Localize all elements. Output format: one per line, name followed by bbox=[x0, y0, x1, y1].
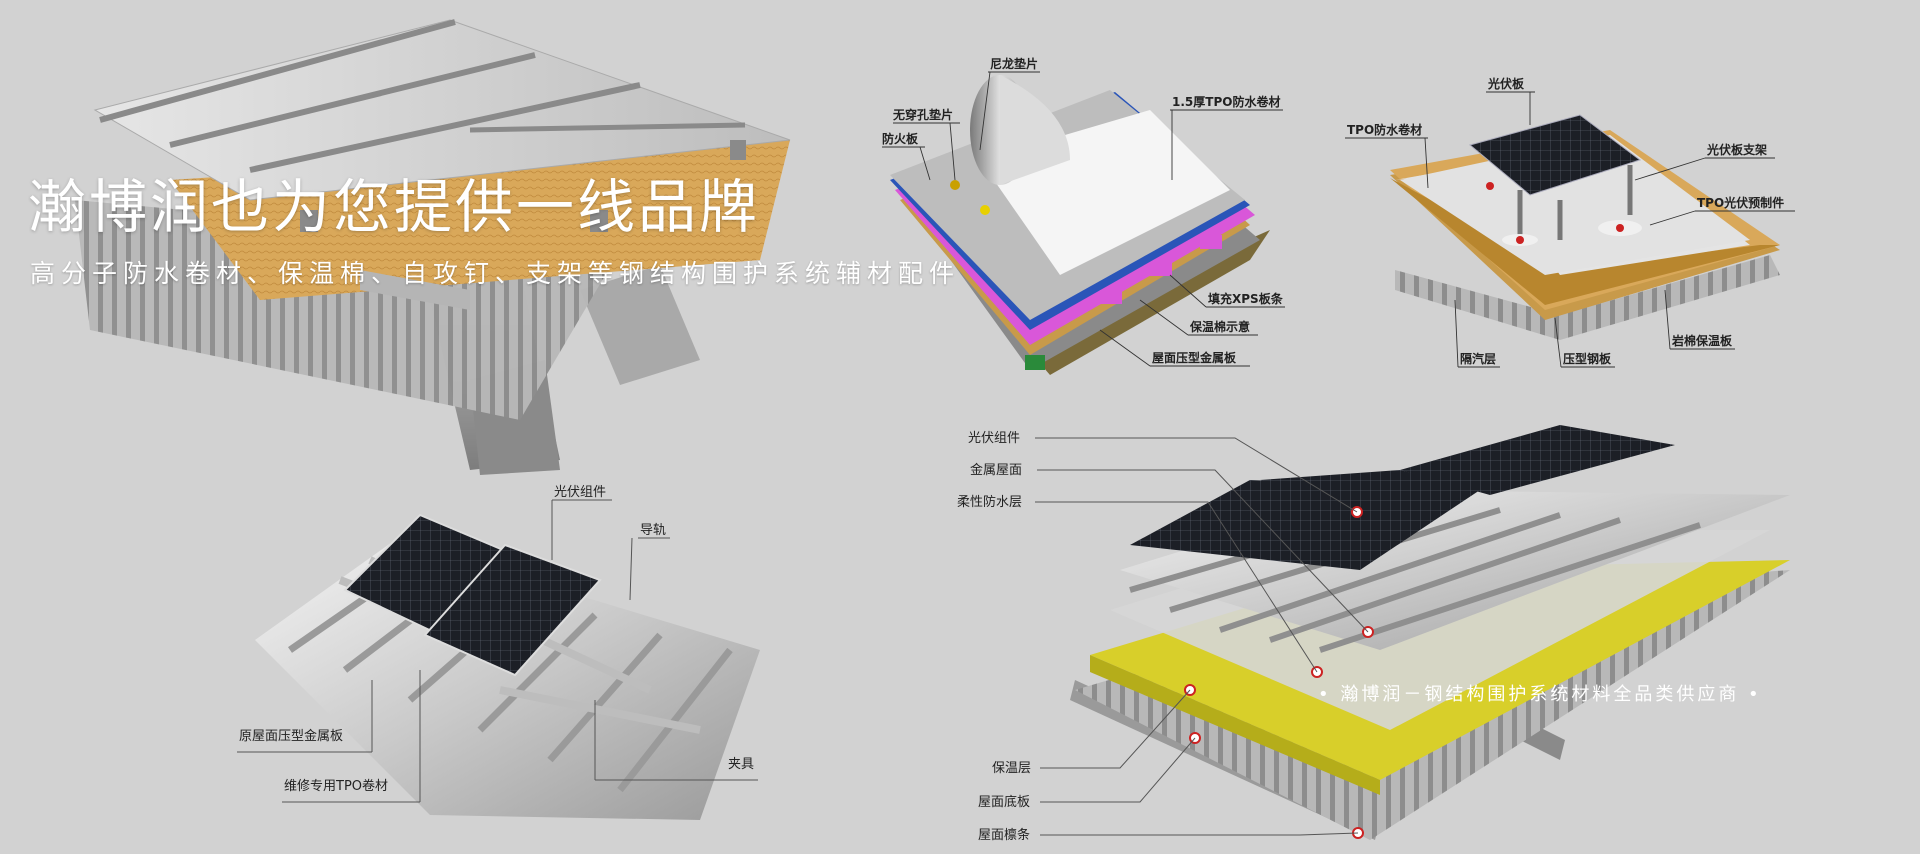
label-insulation-wool: 保温棉示意 bbox=[1189, 319, 1250, 334]
hero-title: 瀚博润也为您提供一线品牌 bbox=[28, 173, 761, 241]
label-steel-deck: 压型钢板 bbox=[1563, 351, 1612, 366]
label-profiled-metal-sheet: 屋面压型金属板 bbox=[1152, 350, 1237, 365]
label-flexible-membrane: 柔性防水层 bbox=[957, 494, 1022, 510]
label-original-metal-sheet: 原屋面压型金属板 bbox=[239, 728, 343, 744]
label-tpo-pv-prefab: TPO光伏预制件 bbox=[1697, 195, 1784, 210]
label-clamp: 夹具 bbox=[728, 757, 754, 772]
label-non-penetrating-washer: 无穿孔垫片 bbox=[892, 107, 953, 122]
label-tpo-membrane-c: TPO防水卷材 bbox=[1347, 122, 1422, 137]
diagram-c-labels: 光伏板 TPO防水卷材 光伏板支架 TPO光伏预制件 隔汽层 压型钢板 岩棉保温… bbox=[1345, 76, 1795, 368]
label-pv-bracket: 光伏板支架 bbox=[1706, 142, 1767, 157]
diagram-pv-on-tpo bbox=[1390, 114, 1780, 340]
label-xps-strip: 填充XPS板条 bbox=[1208, 291, 1284, 306]
diagram-d-labels: 光伏组件 导轨 原屋面压型金属板 维修专用TPO卷材 夹具 bbox=[237, 485, 758, 803]
diagram-tpo-layers bbox=[890, 75, 1270, 375]
label-nylon-washer: 尼龙垫片 bbox=[990, 56, 1038, 71]
label-pv-module-d: 光伏组件 bbox=[554, 485, 606, 500]
diagram-b-labels: 尼龙垫片 无穿孔垫片 防火板 1.5厚TPO防水卷材 填充XPS板条 保温棉示意… bbox=[882, 56, 1285, 367]
diagram-exploded-pv-roof bbox=[1070, 425, 1790, 840]
diagram-pv-retrofit bbox=[255, 513, 760, 820]
label-insulation-layer: 保温层 bbox=[992, 761, 1031, 776]
hero-subtitle: 高分子防水卷材、保温棉、自攻钉、支架等钢结构围护系统辅材配件 bbox=[30, 259, 961, 288]
label-fireproof-board: 防火板 bbox=[882, 131, 919, 146]
company-slogan: • 瀚博润－钢结构围护系统材料全品类供应商 • bbox=[1318, 684, 1762, 705]
label-rail: 导轨 bbox=[640, 523, 666, 538]
label-pv-panel: 光伏板 bbox=[1487, 76, 1525, 91]
label-roof-deck: 屋面底板 bbox=[978, 794, 1030, 810]
diagram-e-labels: 光伏组件 金属屋面 柔性防水层 保温层 屋面底板 屋面檩条 bbox=[957, 431, 1369, 843]
label-tpo-membrane: 1.5厚TPO防水卷材 bbox=[1172, 94, 1280, 109]
diagram-standing-seam-roof bbox=[75, 19, 791, 475]
label-pv-module-e: 光伏组件 bbox=[968, 431, 1020, 446]
label-metal-roof: 金属屋面 bbox=[970, 462, 1022, 478]
label-roof-purlin: 屋面檩条 bbox=[978, 827, 1030, 843]
label-repair-tpo: 维修专用TPO卷材 bbox=[284, 778, 388, 794]
label-rockwool-board: 岩棉保温板 bbox=[1671, 333, 1733, 348]
label-vapor-barrier: 隔汽层 bbox=[1460, 351, 1496, 366]
